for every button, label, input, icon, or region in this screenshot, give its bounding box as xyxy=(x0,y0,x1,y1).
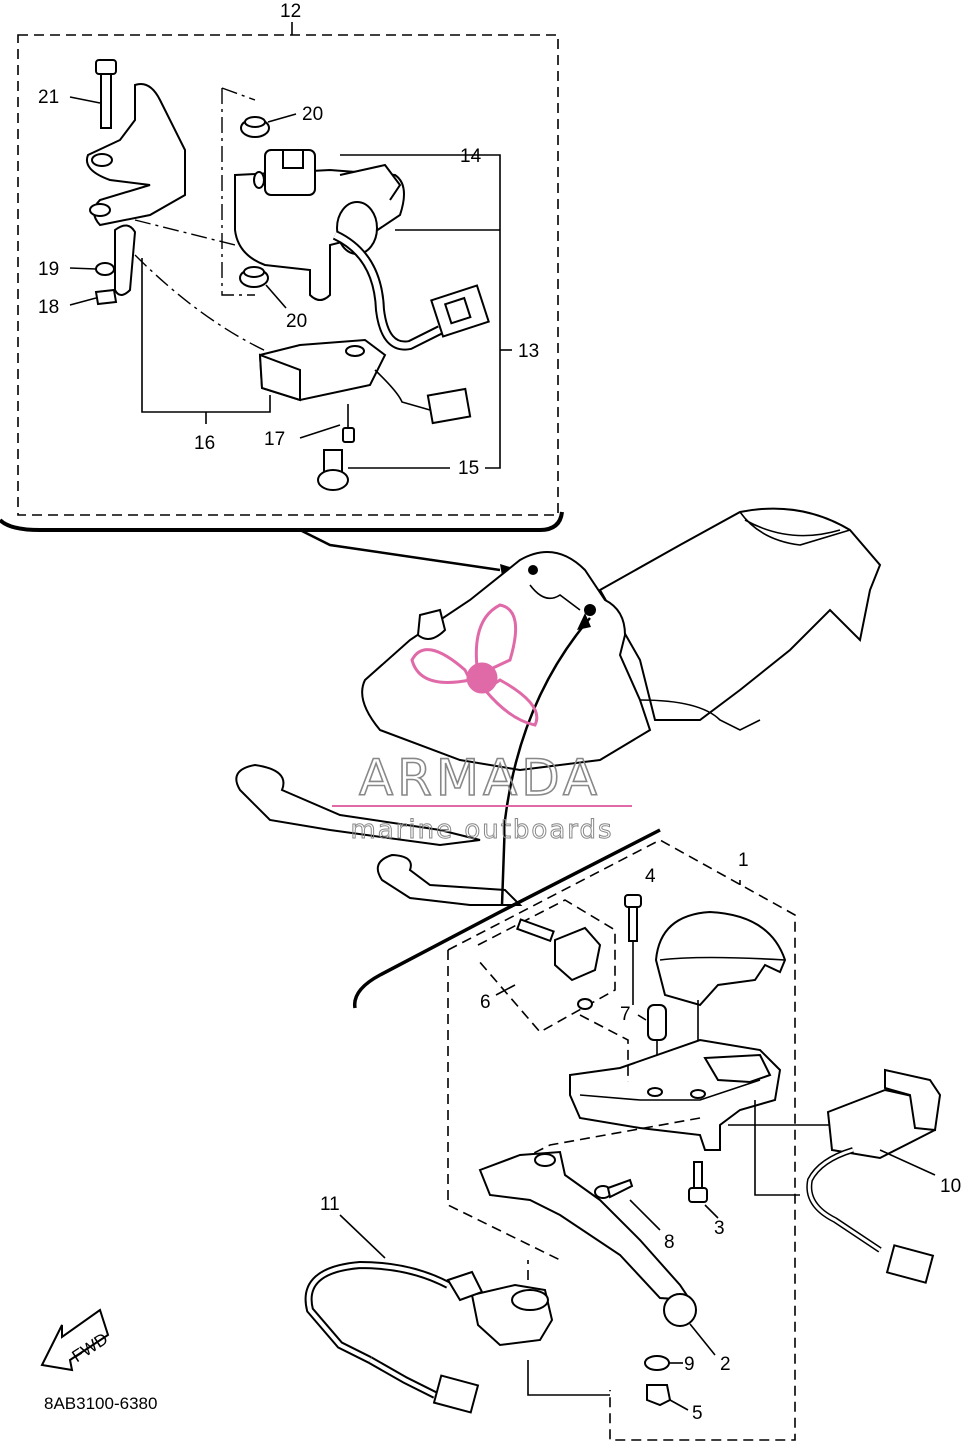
cover-16-part xyxy=(258,338,472,425)
nut-18-part xyxy=(94,288,118,306)
fwd-arrow-icon: FWD xyxy=(40,1308,111,1372)
wire-connector-13-part xyxy=(332,230,490,351)
switch-6-part xyxy=(516,918,602,1010)
callout-5: 5 xyxy=(692,1403,703,1424)
callout-13: 13 xyxy=(518,341,539,362)
callout-6: 6 xyxy=(480,992,491,1013)
callout-20-bottom: 20 xyxy=(286,311,307,332)
cover-part xyxy=(654,910,787,1060)
callout-labels: 12 21 20 14 19 18 20 13 16 17 15 1 4 6 7… xyxy=(38,1,961,1424)
screw-8-part xyxy=(594,1178,661,1231)
bracket-part xyxy=(86,83,186,296)
callout-15: 15 xyxy=(458,458,479,479)
callout-20-top: 20 xyxy=(302,104,323,125)
callout-12: 12 xyxy=(280,1,301,22)
callout-3: 3 xyxy=(714,1218,725,1239)
brake-lever-2-part xyxy=(478,1150,716,1356)
callout-10: 10 xyxy=(940,1176,961,1197)
bolt-3-part xyxy=(688,1161,719,1219)
grommet-20-bottom-part xyxy=(239,266,269,288)
callout-2: 2 xyxy=(720,1354,731,1375)
stop-switch-11-part xyxy=(304,1214,554,1414)
lever-bracket-part xyxy=(569,1038,782,1151)
screw-17-part xyxy=(299,404,355,443)
assembly-group-1 xyxy=(304,828,942,1441)
callout-4: 4 xyxy=(645,866,656,887)
callout-19: 19 xyxy=(38,259,59,280)
watermark-brand: ARMADA xyxy=(359,749,601,807)
callout-11: 11 xyxy=(320,1194,340,1215)
watermark-logo: ARMADA marine outboards xyxy=(332,603,632,846)
callout-1: 1 xyxy=(738,850,749,871)
inset-group-12 xyxy=(0,22,564,576)
igniter-unit-14-part xyxy=(234,149,500,301)
watermark-tagline: marine outboards xyxy=(350,815,613,845)
snowmobile-body-part xyxy=(235,507,882,906)
washer-9-part xyxy=(644,1355,670,1371)
callout-16: 16 xyxy=(194,433,215,454)
nut-5-part xyxy=(646,1384,672,1407)
callout-8: 8 xyxy=(664,1232,675,1253)
callout-17: 17 xyxy=(264,429,285,450)
callout-9: 9 xyxy=(684,1354,695,1375)
propeller-icon xyxy=(410,603,539,727)
callout-7: 7 xyxy=(620,1004,631,1025)
switch-connector-10-part xyxy=(806,1068,942,1284)
washer-19-part xyxy=(95,262,115,276)
diagram-code: 8AB3100-6380 xyxy=(44,1394,157,1413)
bolt-4-part xyxy=(624,894,642,1005)
callout-14: 14 xyxy=(460,146,482,167)
callout-21: 21 xyxy=(38,87,59,108)
bolt-21-part xyxy=(69,59,117,129)
bolt-15-part xyxy=(317,449,450,491)
grommet-20-top-part xyxy=(240,116,270,138)
callout-18: 18 xyxy=(38,297,59,318)
